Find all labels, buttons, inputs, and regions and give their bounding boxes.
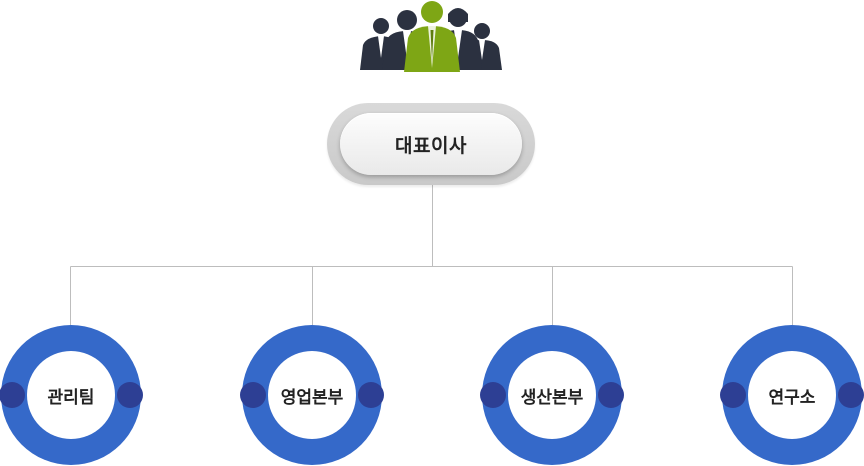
ring-dot — [838, 382, 864, 408]
dept-node-center: 생산본부 — [508, 351, 596, 439]
dept-label: 생산본부 — [520, 387, 584, 408]
ring-dot — [0, 382, 25, 408]
dept-node-center: 관리팀 — [27, 351, 115, 439]
dept-node-production[interactable]: 생산본부 — [480, 325, 624, 465]
ceo-node[interactable]: 대표이사 — [340, 113, 522, 175]
ring-dot — [117, 382, 143, 408]
dept-label: 관리팀 — [47, 387, 95, 408]
dept-label: 영업본부 — [280, 387, 344, 408]
dept-node-center: 영업본부 — [268, 351, 356, 439]
ceo-label: 대표이사 — [395, 134, 467, 157]
dept-node-management[interactable]: 관리팀 — [0, 325, 143, 465]
ring-dot — [240, 382, 266, 408]
dept-label: 연구소 — [768, 387, 816, 408]
ring-dot — [480, 382, 506, 408]
dept-node-sales[interactable]: 영업본부 — [240, 325, 384, 465]
ring-dot — [598, 382, 624, 408]
ring-dot — [358, 382, 384, 408]
dept-node-research[interactable]: 연구소 — [720, 325, 864, 465]
ring-dot — [720, 382, 746, 408]
team-people-icon — [360, 1, 502, 72]
dept-node-center: 연구소 — [748, 351, 836, 439]
